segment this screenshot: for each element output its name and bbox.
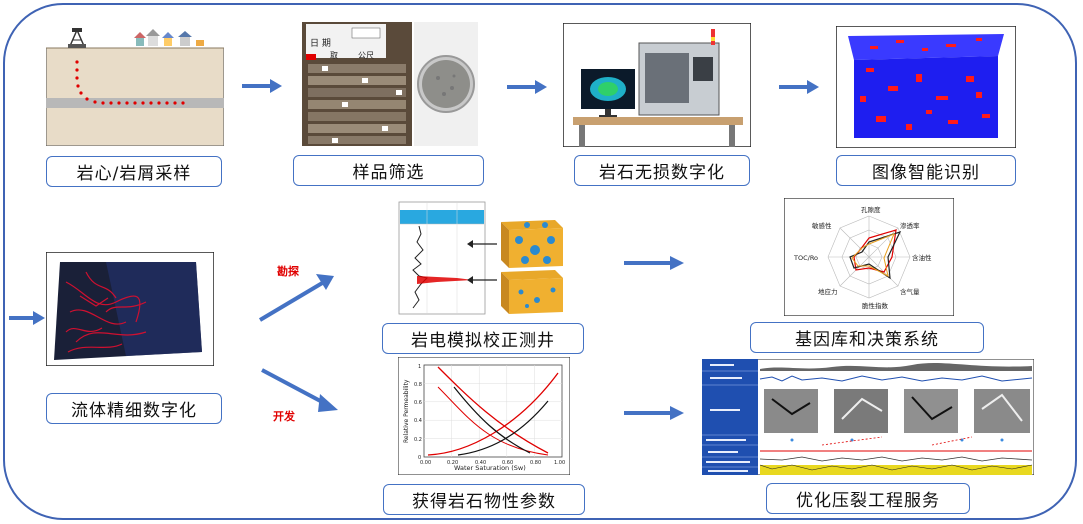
kr-xtick: 0.80 bbox=[530, 460, 541, 466]
tray-sign-right: 公尺 bbox=[358, 51, 374, 60]
step-frac: 优化压裂工程服务 bbox=[766, 483, 970, 514]
radar-axis-1: 渗透率 bbox=[900, 221, 920, 230]
radar-axis-3: 含气量 bbox=[900, 287, 920, 296]
kr-xtick: 0.40 bbox=[475, 460, 486, 466]
tray-sign-left: 取 bbox=[330, 51, 338, 60]
arrow-to-frac bbox=[624, 406, 684, 420]
arrow-1 bbox=[242, 79, 282, 93]
step-recognition: 图像智能识别 bbox=[836, 155, 1016, 186]
screening-photos: 日 期 取 公尺 bbox=[302, 22, 478, 146]
ct-scanner-illustration bbox=[563, 23, 751, 147]
radar-axis-5: 地应力 bbox=[818, 287, 838, 296]
process-frame bbox=[3, 3, 1077, 520]
segmented-cube-image bbox=[836, 26, 1016, 148]
relative-permeability-chart: Relative Permeability Water Saturation (… bbox=[398, 357, 570, 475]
radar-axis-7: 敏感性 bbox=[812, 221, 832, 230]
kr-xlabel: Water Saturation (Sw) bbox=[454, 464, 526, 472]
fluid-network-image bbox=[46, 252, 214, 366]
step-params: 获得岩石物性参数 bbox=[383, 484, 585, 515]
radar-chart: 孔隙度 渗透率 含油性 含气量 脆性指数 地应力 TOC/Ro 敏感性 bbox=[784, 198, 954, 316]
fracture-images bbox=[764, 389, 1030, 433]
kr-xtick: 0.20 bbox=[447, 460, 458, 466]
frac-log-strip bbox=[702, 359, 1034, 475]
kr-ytick: 0.4 bbox=[414, 418, 422, 424]
step-fluid: 流体精细数字化 bbox=[46, 393, 222, 424]
kr-ytick: 0.2 bbox=[414, 437, 422, 443]
step-sampling: 岩心/岩屑采样 bbox=[46, 156, 222, 187]
step-genebank: 基因库和决策系统 bbox=[750, 322, 984, 353]
kr-ytick: 0.6 bbox=[414, 400, 422, 406]
kr-xtick: 1.00 bbox=[554, 460, 565, 466]
radar-axis-2: 含油性 bbox=[912, 253, 932, 262]
step-digitize: 岩石无损数字化 bbox=[574, 155, 750, 186]
branch-explore-label: 勘探 bbox=[277, 265, 299, 278]
houses-icon bbox=[134, 29, 204, 46]
arrow-2 bbox=[507, 80, 547, 94]
arrow-to-genebank bbox=[624, 256, 684, 270]
arrow-input bbox=[9, 311, 45, 325]
branch-develop-label: 开发 bbox=[273, 410, 295, 423]
logging-calibration-image bbox=[397, 200, 569, 316]
kr-ytick: 0.8 bbox=[414, 382, 422, 388]
tray-date-label: 日 期 bbox=[310, 38, 331, 49]
step-logging: 岩电模拟校正测井 bbox=[382, 323, 584, 354]
kr-ytick: 1 bbox=[418, 364, 421, 370]
core-trays bbox=[308, 64, 406, 144]
radar-axis-6: TOC/Ro bbox=[793, 254, 818, 262]
drill-rig-icon bbox=[68, 28, 86, 48]
kr-ytick: 0 bbox=[418, 455, 421, 461]
arrow-develop bbox=[261, 368, 338, 412]
radar-axis-4: 脆性指数 bbox=[862, 301, 889, 310]
step-screening: 样品筛选 bbox=[293, 155, 484, 186]
kr-xtick: 0.60 bbox=[502, 460, 513, 466]
sampling-illustration bbox=[46, 22, 224, 146]
arrow-explore bbox=[258, 274, 334, 322]
radar-axis-0: 孔隙度 bbox=[861, 205, 881, 214]
kr-xtick: 0.00 bbox=[420, 460, 431, 466]
arrow-3 bbox=[779, 80, 819, 94]
kr-ylabel: Relative Permeability bbox=[403, 379, 410, 443]
